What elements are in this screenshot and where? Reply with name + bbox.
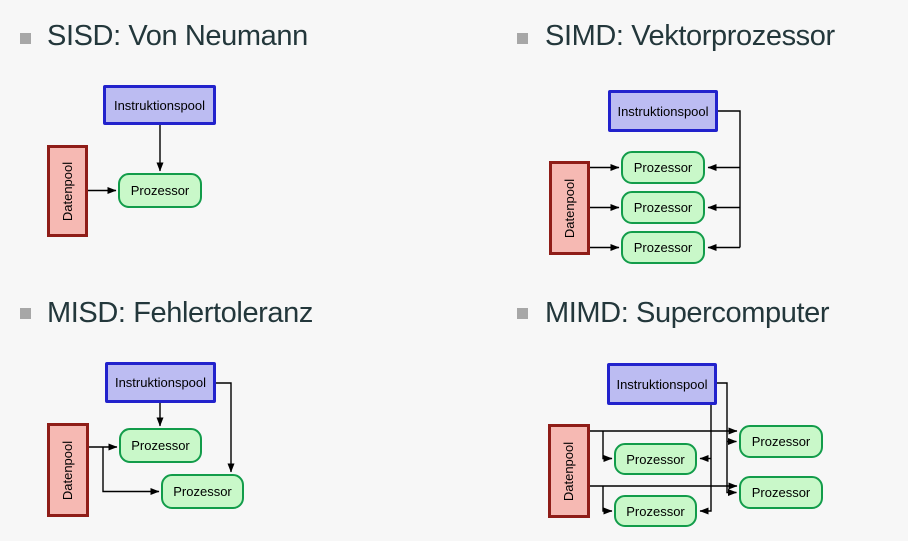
sisd-processor-0-label: Prozessor (130, 183, 190, 198)
mimd-processor-2: Prozessor (739, 425, 823, 458)
mimd-processor-3-label: Prozessor (751, 485, 811, 500)
sisd-arrows (88, 125, 164, 194)
mimd-data-pool: Datenpool (548, 424, 590, 518)
mimd-processor-1-label: Prozessor (626, 503, 685, 519)
misd-processor-1-label: Prozessor (173, 484, 232, 499)
simd-bullet-icon (517, 33, 528, 44)
sisd-instruction-pool: Instruktionspool (103, 85, 216, 125)
sisd-instruction-pool-label: Instruktionspool (113, 97, 206, 113)
misd-section-title: MISD: Fehlertoleranz (47, 297, 313, 329)
mimd-processor-2-label: Prozessor (751, 434, 811, 449)
mimd-section-title: MIMD: Supercomputer (545, 297, 830, 329)
mimd-data-pool-label: Datenpool (561, 441, 577, 501)
sisd-processor-0: Prozessor (118, 173, 202, 208)
misd-processor-0-label: Prozessor (131, 438, 190, 453)
simd-section-title: SIMD: Vektorprozessor (545, 20, 835, 52)
simd-processor-1-label: Prozessor (633, 200, 693, 215)
simd-data-pool-label: Datenpool (562, 178, 577, 238)
mimd-instruction-pool-label: Instruktionspool (616, 376, 708, 392)
mimd-processor-3: Prozessor (739, 476, 823, 509)
mimd-instruction-pool: Instruktionspool (607, 363, 717, 405)
simd-data-pool: Datenpool (549, 161, 590, 255)
sisd-data-pool-label: Datenpool (60, 161, 75, 221)
misd-bullet-icon (20, 308, 31, 319)
simd-instruction-pool-label: Instruktionspool (617, 103, 709, 119)
mimd-processor-1: Prozessor (614, 495, 697, 527)
sisd-bullet-icon (20, 33, 31, 44)
misd-instruction-pool: Instruktionspool (105, 362, 216, 403)
simd-instruction-pool: Instruktionspool (608, 90, 718, 132)
misd-data-pool-label: Datenpool (60, 440, 76, 500)
misd-instruction-pool-label: Instruktionspool (114, 375, 207, 390)
mimd-processor-0: Prozessor (614, 443, 697, 475)
mimd-processor-0-label: Prozessor (626, 451, 685, 467)
misd-arrows (89, 382, 235, 495)
misd-processor-1: Prozessor (161, 474, 244, 509)
sisd-data-pool: Datenpool (47, 145, 88, 237)
simd-arrows (590, 110, 741, 251)
misd-data-pool: Datenpool (47, 423, 89, 517)
simd-processor-1: Prozessor (621, 191, 705, 224)
simd-processor-0: Prozessor (621, 151, 705, 184)
mimd-bullet-icon (517, 308, 528, 319)
mimd-arrows (590, 382, 738, 515)
misd-processor-0: Prozessor (119, 428, 202, 463)
sisd-section-title: SISD: Von Neumann (47, 20, 308, 52)
simd-processor-2-label: Prozessor (633, 240, 693, 255)
simd-processor-2: Prozessor (621, 231, 705, 264)
simd-processor-0-label: Prozessor (633, 160, 693, 175)
